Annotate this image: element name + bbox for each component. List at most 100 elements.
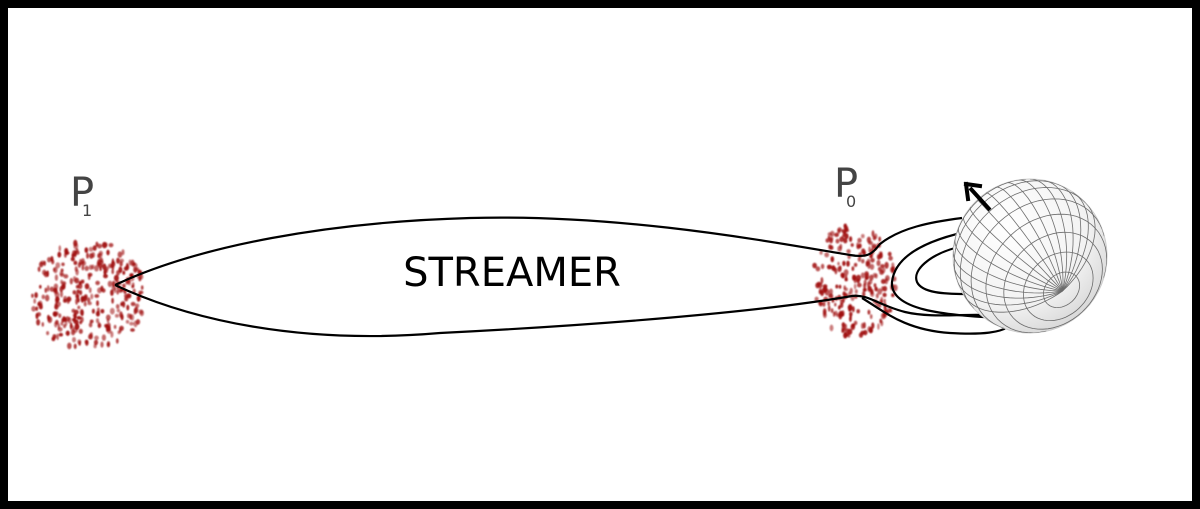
particle (874, 286, 878, 292)
particle (100, 309, 105, 314)
particle (52, 311, 58, 317)
particle (876, 260, 881, 267)
particle (37, 266, 41, 272)
closed-loop-lower (861, 297, 1009, 335)
particle (847, 304, 853, 311)
particle (127, 313, 131, 319)
particle (119, 258, 124, 263)
particle (53, 266, 58, 274)
particle (61, 283, 66, 290)
particle (95, 280, 100, 286)
particle (87, 273, 91, 280)
particle (42, 269, 47, 276)
particle (877, 266, 882, 272)
particle (73, 239, 78, 247)
particle (99, 260, 104, 265)
particle (97, 243, 103, 249)
particle (112, 280, 116, 287)
particle (116, 257, 120, 264)
particle (829, 324, 834, 332)
particle (39, 284, 42, 289)
particle (60, 279, 63, 285)
streamer-outline (114, 216, 986, 338)
particle (860, 272, 866, 279)
particle (828, 244, 832, 250)
particle (851, 266, 855, 271)
particle (54, 304, 59, 310)
particle (58, 245, 61, 252)
particle (856, 282, 862, 288)
particle (818, 289, 823, 295)
particle (869, 314, 873, 319)
sphere-meridian (985, 192, 1063, 292)
sphere-parallel (1043, 271, 1081, 309)
particle (94, 294, 100, 298)
particle (80, 296, 85, 303)
particle (884, 261, 889, 269)
particle (826, 264, 832, 270)
particle (114, 313, 119, 318)
particle (90, 332, 93, 338)
particle (81, 264, 85, 271)
particle (46, 270, 49, 278)
particle (870, 258, 875, 263)
particle (77, 305, 81, 310)
particle (849, 316, 852, 322)
particle (63, 317, 67, 322)
particle (106, 342, 111, 348)
particle (88, 322, 93, 328)
particle (61, 262, 65, 267)
particle (33, 298, 36, 304)
particle (67, 342, 72, 350)
particle (825, 238, 830, 243)
particle (58, 313, 62, 318)
particle (96, 300, 99, 307)
particle (827, 232, 832, 237)
particle (850, 243, 854, 247)
particle (130, 301, 136, 307)
particle (63, 298, 67, 303)
particle (140, 285, 144, 290)
particle (115, 338, 119, 344)
particle (829, 288, 833, 295)
particle (812, 262, 817, 269)
particle (835, 284, 839, 289)
particle (110, 289, 114, 296)
particle (36, 319, 41, 326)
particle (111, 297, 114, 304)
particle (882, 292, 887, 298)
particle (849, 236, 853, 242)
particle (84, 247, 89, 253)
particle (87, 301, 92, 306)
particle (867, 309, 871, 315)
p1-letter: P (70, 170, 94, 216)
particle (75, 298, 78, 305)
particle (856, 309, 860, 314)
particle (92, 245, 97, 251)
particle (45, 294, 50, 302)
particle (858, 243, 862, 249)
particle (101, 288, 106, 293)
particle (60, 321, 64, 326)
particle (819, 250, 823, 255)
particle (891, 293, 895, 298)
particle (857, 237, 862, 243)
particle (880, 296, 884, 303)
particle (132, 262, 136, 266)
particle (866, 261, 871, 266)
particle (113, 274, 119, 282)
particle (879, 269, 884, 275)
particle (842, 260, 846, 267)
particle (59, 272, 65, 277)
particle (844, 228, 850, 233)
particle (38, 300, 43, 307)
sphere-parallel (1022, 251, 1094, 322)
particle (838, 312, 841, 317)
particle (72, 290, 77, 295)
particle (80, 279, 84, 284)
particle (111, 268, 114, 275)
particle (116, 289, 119, 295)
particle-cloud-p0 (812, 223, 898, 339)
particle (870, 288, 874, 295)
